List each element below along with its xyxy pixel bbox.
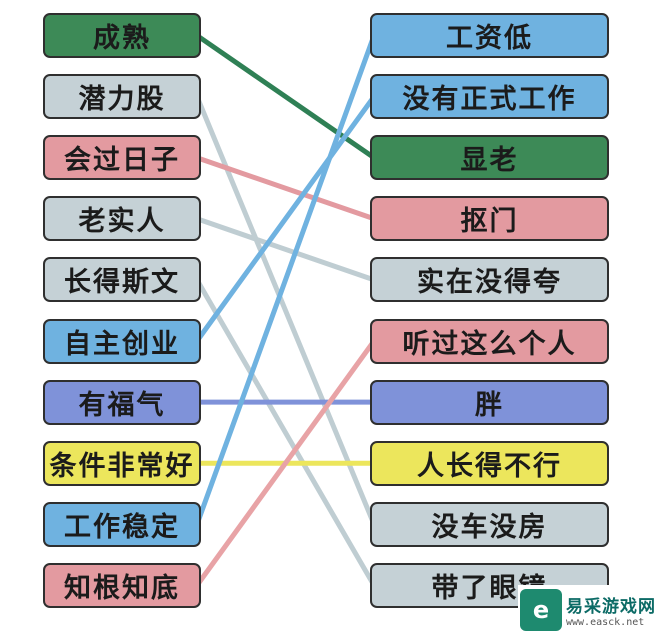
right-tile-label-6: 听过这么个人 bbox=[402, 328, 577, 360]
watermark-url: www.easck.net bbox=[566, 616, 645, 628]
left-tile-label-9: 工作稳定 bbox=[64, 511, 180, 543]
left-tile-3[interactable]: 会过日子 bbox=[43, 135, 201, 181]
left-tile-5[interactable]: 长得斯文 bbox=[43, 257, 201, 303]
left-tile-4[interactable]: 老实人 bbox=[43, 196, 201, 242]
right-tile-label-3: 显老 bbox=[460, 145, 519, 177]
left-tile-label-4: 老实人 bbox=[78, 206, 166, 238]
connection-line-9 bbox=[194, 33, 377, 527]
right-tile-2[interactable]: 没有正式工作 bbox=[370, 74, 609, 120]
right-tile-label-9: 没车没房 bbox=[431, 511, 548, 543]
left-tile-label-1: 成熟 bbox=[93, 23, 151, 54]
right-tile-label-1: 工资低 bbox=[446, 23, 533, 54]
left-tile-9[interactable]: 工作稳定 bbox=[43, 501, 201, 547]
right-tile-label-8: 人长得不行 bbox=[417, 450, 562, 482]
connection-line-5 bbox=[194, 277, 377, 588]
right-tile-label-7: 胖 bbox=[475, 389, 504, 421]
left-tile-1[interactable]: 成熟 bbox=[43, 13, 201, 58]
connection-line-3 bbox=[194, 155, 377, 222]
right-tile-1[interactable]: 工资低 bbox=[370, 13, 609, 58]
connection-line-10 bbox=[194, 338, 377, 588]
left-tile-label-6: 自主创业 bbox=[64, 328, 180, 360]
right-tile-5[interactable]: 实在没得夸 bbox=[370, 257, 609, 303]
site-watermark: e 易采游戏网 www.easck.net bbox=[518, 585, 661, 634]
right-tile-8[interactable]: 人长得不行 bbox=[370, 440, 609, 486]
left-tile-label-7: 有福气 bbox=[78, 389, 166, 421]
left-tile-label-2: 潜力股 bbox=[78, 84, 166, 116]
connection-line-6 bbox=[194, 94, 377, 344]
left-tile-10[interactable]: 知根知底 bbox=[43, 562, 201, 608]
right-tile-label-5: 实在没得夸 bbox=[417, 267, 562, 299]
left-tile-6[interactable]: 自主创业 bbox=[43, 318, 201, 364]
left-tile-label-3: 会过日子 bbox=[64, 145, 180, 177]
right-tile-label-2: 没有正式工作 bbox=[402, 84, 577, 116]
left-tile-label-8: 条件非常好 bbox=[49, 450, 195, 482]
watermark-logo-icon: e bbox=[520, 588, 562, 631]
left-tile-label-10: 知根知底 bbox=[64, 572, 180, 604]
right-tile-4[interactable]: 抠门 bbox=[370, 196, 609, 242]
connection-line-4 bbox=[194, 216, 377, 283]
left-tile-label-5: 长得斯文 bbox=[64, 267, 180, 299]
left-tile-7[interactable]: 有福气 bbox=[43, 379, 201, 425]
right-tile-3[interactable]: 显老 bbox=[370, 135, 609, 181]
right-tile-9[interactable]: 没车没房 bbox=[370, 501, 609, 547]
right-tile-6[interactable]: 听过这么个人 bbox=[370, 318, 609, 364]
right-tile-7[interactable]: 胖 bbox=[370, 379, 609, 425]
connection-line-1 bbox=[194, 33, 377, 161]
left-tile-8[interactable]: 条件非常好 bbox=[43, 440, 201, 486]
right-tile-label-4: 抠门 bbox=[460, 206, 519, 238]
watermark-title: 易采游戏网 bbox=[566, 596, 656, 617]
left-tile-2[interactable]: 潜力股 bbox=[43, 74, 201, 120]
